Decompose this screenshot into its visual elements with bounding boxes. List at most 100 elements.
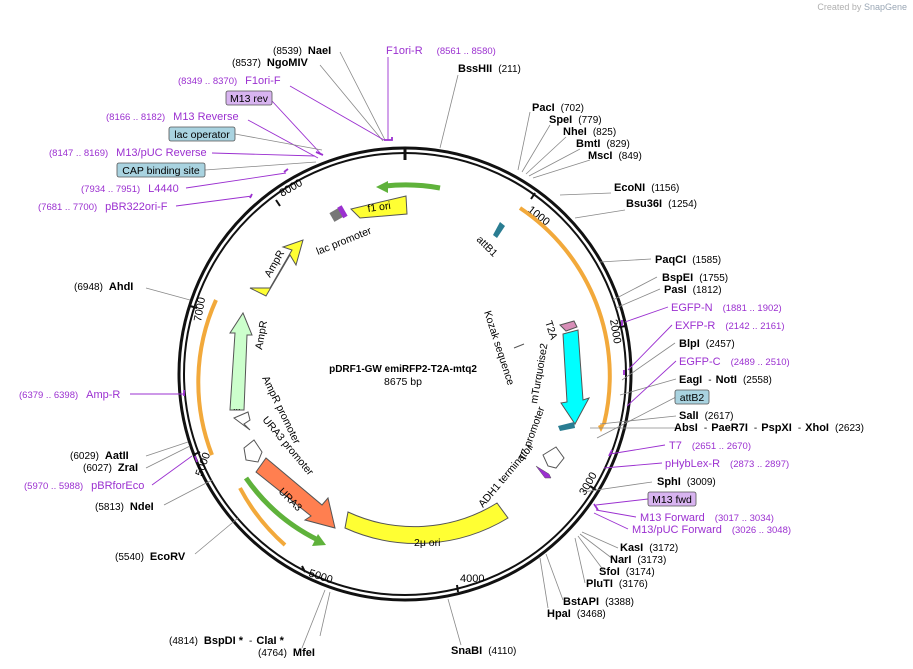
enzyme-paer7i: PaeR7I [711, 422, 748, 434]
primer-mark-pbrforeco [194, 455, 198, 463]
primer-pbrforeco: pBRforEco [91, 480, 144, 492]
enzyme-noti: NotI [716, 374, 737, 386]
enzyme-nhei: NheI [563, 126, 587, 138]
enzyme-sali-pos: (2617) [705, 411, 734, 422]
m13-rev-box [225, 90, 273, 106]
primer-m13puc-forward-range: (3026 .. 3048) [732, 525, 791, 536]
ura3-orange-orf [238, 487, 287, 547]
enzyme-bmti: BmtI [576, 138, 600, 150]
svg-text:pHybLex-R(2873 .. 2897): pHybLex-R(2873 .. 2897) [665, 458, 789, 470]
snapgene-credit: Created by SnapGene [817, 2, 907, 12]
enzyme-ndei: NdeI [130, 501, 154, 513]
primer-l4440-range: (7934 .. 7951) [81, 184, 140, 195]
svg-text:(8349 .. 8370)F1ori-F: (8349 .. 8370)F1ori-F [178, 75, 281, 87]
primer-mark-f1ori-r [384, 137, 393, 141]
primer-mark-t7 [608, 449, 613, 457]
svg-text:SpeI(779): SpeI (779) [549, 114, 602, 126]
svg-text:(8537)NgoMIV: (8537)NgoMIV [232, 57, 309, 69]
svg-text:SphI(3009): SphI(3009) [657, 476, 716, 488]
svg-text:SalI(2617): SalI(2617) [679, 410, 733, 422]
enzyme-paqci: PaqCI [655, 254, 686, 266]
primer-m13-forward-range: (3017 .. 3034) [715, 513, 774, 524]
enzyme-paci: PacI [532, 102, 555, 114]
svg-text:KasI(3172): KasI(3172) [620, 542, 678, 554]
primer-mark-m13fwd [593, 503, 599, 511]
enzyme-hpai: HpaI [547, 608, 571, 620]
attB1-marker [493, 222, 505, 238]
t2a-label: T2A [542, 319, 559, 341]
svg-text:EcoNI(1156): EcoNI(1156) [614, 182, 679, 194]
svg-text:(4764)MfeI: (4764)MfeI [258, 647, 315, 659]
f1ori-feature-arrow [350, 195, 408, 219]
svg-text:F1ori-R(8561 .. 8580): F1ori-R(8561 .. 8580) [386, 45, 496, 57]
tick-5000b [192, 451, 201, 456]
enzyme-ngomiv-pos: (8537) [232, 58, 261, 69]
enzyme-msci: MscI [588, 150, 612, 162]
svg-text:BstAPI(3388): BstAPI(3388) [563, 596, 634, 608]
enzyme-zrai-pos: (6027) [83, 463, 112, 474]
attB1-label: attB1 [474, 234, 500, 260]
enzyme-spei: SpeI [549, 114, 572, 126]
2mu-ori-label: 2μ ori [414, 537, 440, 549]
primer-m13puc-forward: M13/pUC Forward [632, 524, 722, 536]
svg-text:BmtI(829): BmtI(829) [576, 138, 630, 150]
enzyme-bsshii: BssHII [458, 63, 492, 75]
ampr-label: AmpR [253, 319, 270, 350]
ura3-feature-arrow [255, 457, 336, 529]
svg-text:(7681 .. 7700)pBR322ori-F: (7681 .. 7700)pBR322ori-F [38, 201, 168, 213]
ori-feature-arrow [249, 239, 304, 297]
enzyme-aatii-pos: (6029) [70, 451, 99, 462]
enzyme-absi-pos: (2623) [835, 423, 864, 434]
enzyme-bspei-pos: (1755) [699, 273, 728, 284]
svg-text:BssHII(211): BssHII(211) [458, 63, 521, 75]
primer-l4440: L4440 [148, 183, 179, 195]
enzyme-sfoi: SfoI [599, 566, 620, 578]
primer-mark-l4440 [283, 168, 289, 173]
enzyme-hpai-pos: (3468) [577, 609, 606, 620]
svg-text:EXFP-R(2142 .. 2161): EXFP-R(2142 .. 2161) [675, 320, 785, 332]
tick-label-8000: 8000 [278, 177, 305, 200]
enzyme-blpi: BlpI [679, 338, 700, 350]
enzyme-snabi: SnaBI [451, 645, 482, 657]
enzyme-aatii: AatII [105, 450, 129, 462]
tick-label-4000: 4000 [460, 573, 484, 585]
ura3-promoter-arrow [243, 439, 263, 463]
ampr-feature-arrow [229, 311, 253, 411]
svg-text:BlpI(2457): BlpI (2457) [679, 338, 735, 350]
enzyme-bspei: BspEI [662, 272, 693, 284]
enzyme-pasi: PasI [664, 284, 687, 296]
ampr-promoter-arrow [233, 411, 251, 431]
svg-text:M13 Forward(3017 .. 3034): M13 Forward (3017 .. 3034) [640, 512, 774, 524]
primer-phyblex-r: pHybLex-R [665, 458, 720, 470]
enzyme-paci-pos: (702) [561, 103, 584, 114]
svg-text:M13/pUC Forward(3026 .. 3048): M13/pUC Forward (3026 .. 3048) [632, 524, 791, 536]
enzyme-blpi-pos: (2457) [706, 339, 735, 350]
primer-egfp-n: EGFP-N [671, 302, 713, 314]
enzyme-econi-pos: (1156) [651, 183, 679, 194]
svg-text:PluTI(3176): PluTI(3176) [586, 578, 648, 590]
enzyme-zrai: ZraI [118, 462, 138, 474]
svg-text:(6027)ZraI: (6027) ZraI [83, 462, 138, 474]
t2a-marker [559, 320, 578, 332]
enzyme-bsu36i: Bsu36I [626, 198, 662, 210]
svg-text:(6948)AhdI: (6948)AhdI [74, 281, 133, 293]
tick-1000 [530, 192, 536, 200]
svg-text:EagI-NotI(2558): EagI-NotI(2558) [679, 374, 772, 386]
svg-text:(6379 .. 6398)Amp-R: (6379 .. 6398)Amp-R [19, 389, 120, 401]
plasmid-size: 8675 bp [384, 376, 422, 388]
orf-arc-left [196, 299, 218, 456]
primer-pbr322ori-f: pBR322ori-F [105, 201, 168, 213]
enzyme-spei-pos: (779) [578, 115, 601, 126]
enzyme-ndei-pos: (5813) [95, 502, 124, 513]
svg-text:(8147 .. 8169)M13/pUC Reverse: (8147 .. 8169)M13/pUC Reverse [49, 147, 207, 159]
ura3-green-arrow [243, 476, 320, 543]
primer-f1ori-r-range: (8561 .. 8580) [437, 46, 496, 57]
attB2-box [674, 389, 710, 405]
enzyme-mfei-pos: (4764) [258, 648, 287, 659]
orf-arc-right-head [598, 422, 606, 432]
primer-f1ori-f: F1ori-F [245, 75, 281, 87]
primer-m13-forward: M13 Forward [640, 512, 705, 524]
primer-t7-range: (2651 .. 2670) [692, 441, 751, 452]
attB2-box-label: attB2 [680, 392, 705, 404]
primer-t7: T7 [669, 440, 682, 452]
